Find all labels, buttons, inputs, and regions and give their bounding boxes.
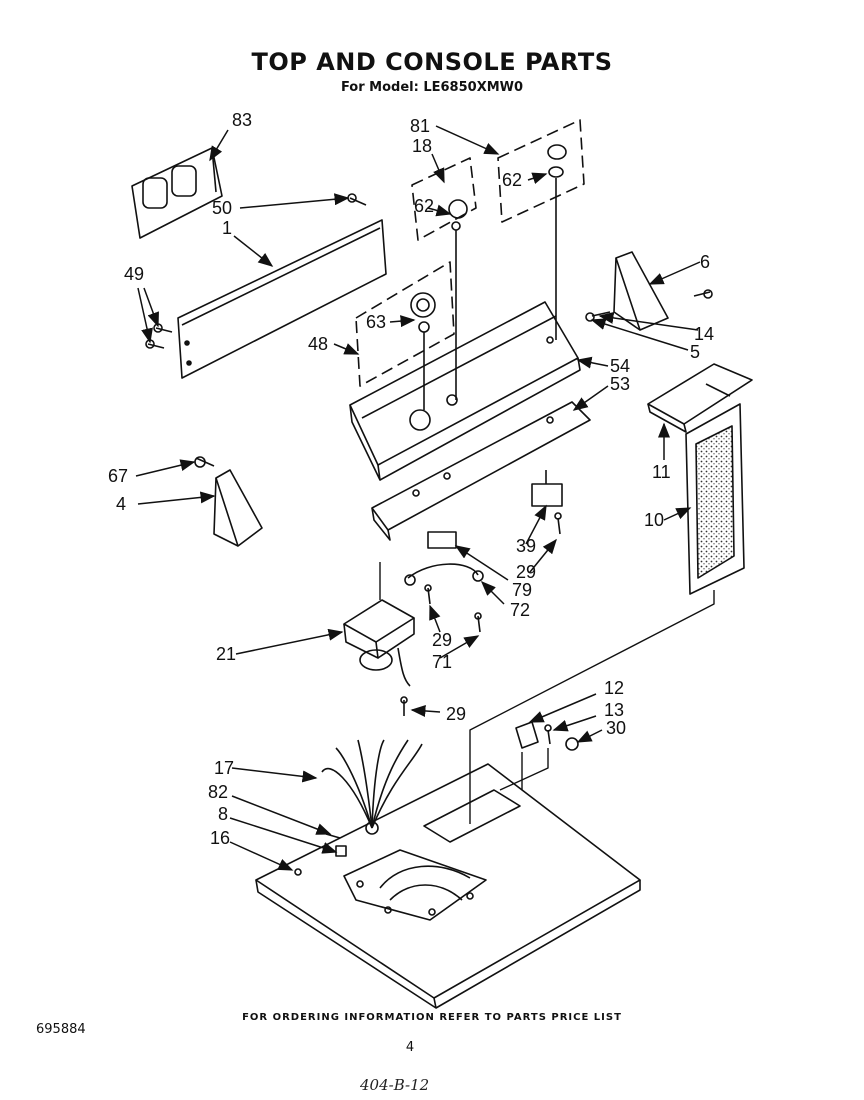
part-39-switch	[531, 470, 563, 535]
handwritten-note: 404-B-12	[360, 1076, 430, 1094]
part-83-bracket	[131, 147, 223, 239]
part-54-console	[349, 301, 581, 481]
part-16-top-panel	[255, 763, 641, 1009]
callout-54: 54	[610, 356, 630, 376]
callout-29-right: 29	[516, 562, 536, 582]
callout-62-right: 62	[502, 170, 522, 190]
model-subtitle: For Model: LE6850XMW0	[340, 80, 524, 95]
callout-79: 79	[512, 580, 532, 600]
screws-29-71	[400, 584, 482, 716]
page-title: TOP AND CONSOLE PARTS	[251, 48, 613, 76]
ordering-note: FOR ORDERING INFORMATION REFER TO PARTS …	[242, 1012, 622, 1023]
part-21-timer	[343, 599, 415, 687]
screw-50	[347, 193, 367, 206]
part-10-lint-screen	[685, 403, 745, 595]
part-6-end-cap	[585, 251, 713, 331]
part-17-wiring-harness	[321, 739, 423, 835]
callout-16: 16	[210, 828, 230, 848]
callout-81: 81	[410, 116, 430, 136]
callout-4: 4	[116, 494, 126, 514]
callout-5: 5	[690, 342, 700, 362]
callout-49: 49	[124, 264, 144, 284]
callout-12: 12	[604, 678, 624, 698]
callout-1: 1	[222, 218, 232, 238]
callout-62-middle: 62	[414, 196, 434, 216]
callout-17: 17	[214, 758, 234, 778]
callout-83: 83	[232, 110, 252, 130]
callout-63: 63	[366, 312, 386, 332]
callout-18: 18	[412, 136, 432, 156]
part-82-8-clips	[294, 833, 347, 876]
screws-49	[145, 323, 173, 349]
callout-72: 72	[510, 600, 530, 620]
callout-71: 71	[432, 652, 452, 672]
callout-30: 30	[606, 718, 626, 738]
part-4-end-cap	[194, 456, 263, 547]
part-11-lint-cover	[647, 363, 753, 433]
callout-6: 6	[700, 252, 710, 272]
callout-8: 8	[218, 804, 228, 824]
part-12-13-30-hardware	[515, 721, 579, 751]
part-79-thermal	[404, 531, 484, 586]
callout-50: 50	[212, 198, 232, 218]
callout-29-lower: 29	[446, 704, 466, 724]
callout-53: 53	[610, 374, 630, 394]
callout-11: 11	[652, 462, 671, 482]
callout-21: 21	[216, 644, 236, 664]
callout-39: 39	[516, 536, 536, 556]
callout-67: 67	[108, 466, 128, 486]
callout-13: 13	[604, 700, 624, 720]
knob-62-group-81	[497, 119, 585, 223]
callout-10: 10	[644, 510, 664, 530]
part-53-console-bracket	[371, 401, 591, 541]
callout-29-middle: 29	[432, 630, 452, 650]
callout-82: 82	[208, 782, 228, 802]
callout-14: 14	[694, 324, 714, 344]
callout-48: 48	[308, 334, 328, 354]
document-number: 695884	[36, 1022, 86, 1037]
page-number: 4	[405, 1040, 415, 1055]
part-1-rear-panel	[177, 219, 387, 379]
